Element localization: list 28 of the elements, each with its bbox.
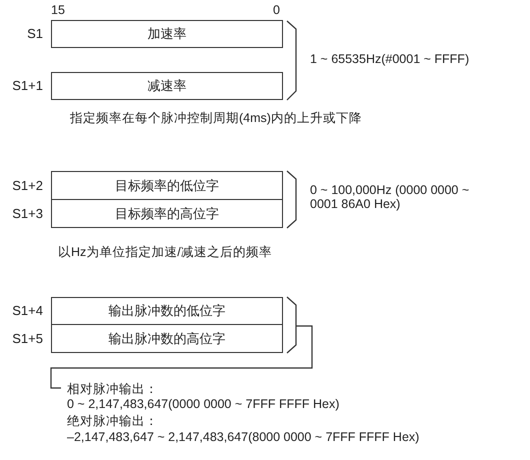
- word-address: S1+1: [11, 78, 43, 93]
- value-range: 1 ~ 65535Hz(#0001 ~ FFFF): [310, 52, 470, 66]
- register-box: [51, 200, 283, 228]
- bit-number: 15: [51, 3, 65, 17]
- register-box: [51, 325, 283, 353]
- bit-number: 0: [273, 3, 280, 17]
- register-box: [51, 72, 283, 100]
- note: 指定频率在每个脉冲控制周期(4ms)内的上升或下降: [70, 110, 362, 127]
- word-address: S1: [26, 26, 43, 41]
- register-name: 输出脉冲数的低位字: [108, 302, 226, 320]
- word-address: S1+3: [11, 206, 43, 221]
- register-box: [51, 20, 283, 48]
- value-range: 0 ~ 100,000Hz (0000 0000 ~ 0001 86A0 Hex): [310, 183, 470, 211]
- register-name: 加速率: [148, 25, 186, 43]
- value-range: –2,147,483,647 ~ 2,147,483,647(8000 0000 ~ 7FFF FFFF Hex): [67, 430, 420, 444]
- note: 以Hz为单位指定加速/减速之后的频率: [58, 244, 272, 261]
- register-name: 减速率: [148, 77, 186, 95]
- word-address: S1+2: [11, 178, 43, 192]
- value-range: 0 ~ 2,147,483,647(0000 0000 ~ 7FFF FFFF Hex): [67, 397, 340, 411]
- register-name: 目标频率的高位字: [115, 204, 219, 222]
- word-address: S1+4: [11, 303, 43, 318]
- word-address: S1+5: [11, 331, 43, 346]
- range-heading: 相对脉冲输出：: [67, 381, 158, 398]
- range-heading: 绝对脉冲输出：: [67, 413, 158, 430]
- register-name: 输出脉冲数的高位字: [108, 330, 226, 348]
- register-box: [51, 297, 283, 325]
- register-box: [51, 171, 283, 200]
- register-name: 目标频率的低位字: [115, 176, 219, 194]
